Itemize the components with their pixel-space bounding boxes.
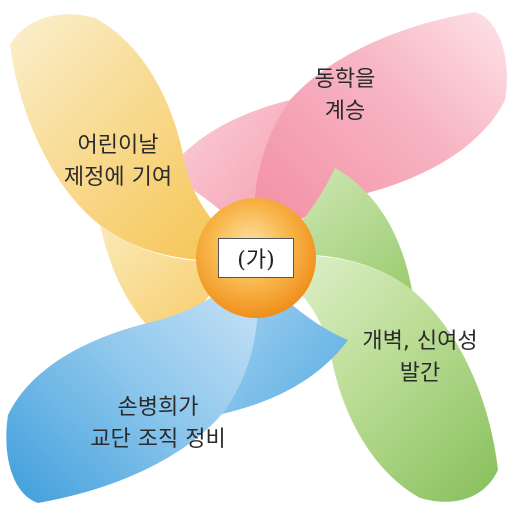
label-top-blade: 동학을 계승 bbox=[290, 64, 400, 128]
label-right-line2: 발간 bbox=[399, 361, 441, 386]
label-top-line1: 동학을 bbox=[314, 67, 376, 92]
label-left-blade: 어린이날 제정에 기여 bbox=[38, 130, 198, 194]
label-right-blade: 개벽, 신여성 발간 bbox=[340, 326, 500, 390]
label-left-line1: 어린이날 bbox=[77, 133, 159, 158]
blade-left bbox=[10, 14, 256, 350]
blade-top bbox=[165, 12, 507, 258]
label-bottom-blade: 손병희가 교단 조직 정비 bbox=[58, 392, 258, 456]
label-left-line2: 제정에 기여 bbox=[63, 165, 173, 190]
label-bottom-line2: 교단 조직 정비 bbox=[90, 427, 226, 452]
label-bottom-line1: 손병희가 bbox=[117, 395, 199, 420]
label-top-line2: 계승 bbox=[324, 99, 366, 124]
blade-bottom bbox=[6, 258, 348, 503]
center-label-box: (가) bbox=[218, 238, 294, 278]
blade-right bbox=[256, 168, 498, 502]
label-right-line1: 개벽, 신여성 bbox=[362, 329, 478, 354]
